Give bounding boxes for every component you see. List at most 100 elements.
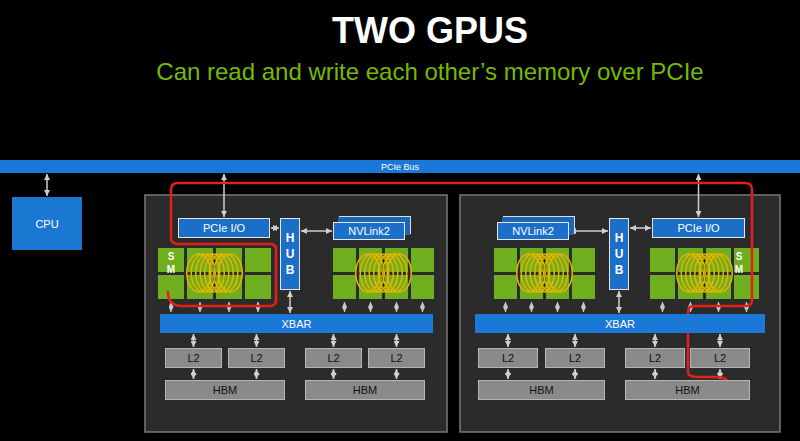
sm-block [650, 248, 675, 272]
bus-link-arrow [507, 334, 509, 347]
coil-winding [218, 254, 242, 292]
gpu-package [460, 195, 780, 432]
bus-link-arrow [654, 334, 656, 347]
coil-winding [704, 254, 728, 292]
node-text: HBM [213, 384, 237, 396]
bus-link-arrow [570, 230, 608, 232]
node-text: PCIe Bus [381, 162, 419, 172]
bus-link-arrow [256, 369, 258, 379]
node-text: L2 [327, 352, 339, 364]
crossbar-band: XBAR [160, 314, 433, 333]
memory-access-path [168, 183, 752, 398]
coil-winding [387, 254, 411, 292]
coil-winding [383, 254, 407, 292]
nvlink-box: NVLink2 [497, 222, 569, 240]
node-text: L2 [649, 352, 661, 364]
gpu-package [145, 195, 447, 432]
node-text: L2 [390, 352, 402, 364]
sm-block [158, 275, 184, 299]
sm-link-arrow [583, 302, 584, 312]
sm-block [245, 248, 271, 272]
crossbar-band: XBAR [475, 314, 765, 333]
sm-block [333, 248, 356, 272]
pcie-bus: PCIe Bus [0, 160, 800, 173]
bus-link-arrow [574, 369, 576, 379]
sm-link-arrow [422, 302, 423, 312]
hub-box: H U B [280, 218, 300, 290]
node-text: XBAR [282, 318, 312, 330]
node-text: NVLink2 [512, 225, 554, 237]
bus-link-arrow [618, 291, 620, 313]
node-text: L2 [250, 352, 262, 364]
sm-block [245, 275, 271, 299]
l2-cache-box: L2 [478, 348, 538, 368]
hub-box: H U B [609, 218, 629, 290]
sm-block [494, 275, 517, 299]
l2-cache-box: L2 [165, 348, 222, 368]
bus-link-arrow [193, 334, 195, 347]
node-text: L2 [714, 352, 726, 364]
slide-title: TWO GPUS [332, 10, 528, 52]
node-text: HBM [353, 384, 377, 396]
sm-block [734, 275, 759, 299]
hbm-box: HBM [625, 380, 750, 400]
l2-cache-box: L2 [545, 348, 605, 368]
node-text: HBM [529, 384, 553, 396]
l2-cache-box: L2 [690, 348, 750, 368]
sm-block [494, 248, 517, 272]
sm-block [411, 248, 434, 272]
node-text: NVLink2 [348, 225, 390, 237]
nvlink-box: NVLink2 [333, 222, 405, 240]
bus-link-arrow [574, 334, 576, 347]
sm-block [650, 275, 675, 299]
l2-cache-box: L2 [228, 348, 285, 368]
bus-link-arrow [719, 334, 721, 347]
coil-winding [544, 254, 568, 292]
node-text: XBAR [605, 318, 635, 330]
cpu-box: CPU [12, 197, 82, 250]
bus-link-arrow [396, 334, 398, 347]
node-text: HBM [675, 384, 699, 396]
subtitle: Can read and write each other’s memory o… [156, 58, 703, 86]
node-text: L2 [502, 352, 514, 364]
bus-link-arrow [193, 369, 195, 379]
sm-link-arrow [531, 302, 532, 312]
hbm-box: HBM [305, 380, 425, 400]
pcie-io-box: PCIe I/O [652, 218, 745, 238]
sm-block [411, 275, 434, 299]
bus-link-arrow [223, 174, 225, 217]
sm-label: S M [166, 251, 176, 276]
sm-block [572, 275, 595, 299]
sm-link-arrow [396, 302, 397, 312]
bus-link-arrow [301, 230, 332, 232]
bus-link-arrow [333, 334, 335, 347]
l2-cache-box: L2 [625, 348, 685, 368]
sm-link-arrow [370, 302, 371, 312]
bus-link-arrow [256, 334, 258, 347]
l2-cache-box: L2 [368, 348, 425, 368]
bus-link-arrow [46, 174, 48, 196]
bus-link-arrow [289, 291, 291, 313]
node-text: L2 [569, 352, 581, 364]
sm-link-arrow [557, 302, 558, 312]
coil-winding [548, 254, 572, 292]
hbm-box: HBM [165, 380, 285, 400]
sm-block [572, 248, 595, 272]
bus-link-arrow [698, 174, 700, 217]
bus-link-arrow [396, 369, 398, 379]
l2-cache-box: L2 [305, 348, 362, 368]
sm-label: S M [734, 251, 744, 276]
sm-link-arrow [662, 302, 663, 312]
node-text: H U B [614, 230, 624, 279]
sm-block [333, 275, 356, 299]
node-text: H U B [285, 230, 295, 279]
coil-winding [214, 254, 238, 292]
hbm-box: HBM [478, 380, 605, 400]
coil-winding [708, 254, 732, 292]
bus-link-arrow [630, 227, 651, 229]
sm-link-arrow [505, 302, 506, 312]
bus-link-arrow [507, 369, 509, 379]
node-text: PCIe I/O [677, 222, 719, 234]
bus-link-arrow [333, 369, 335, 379]
